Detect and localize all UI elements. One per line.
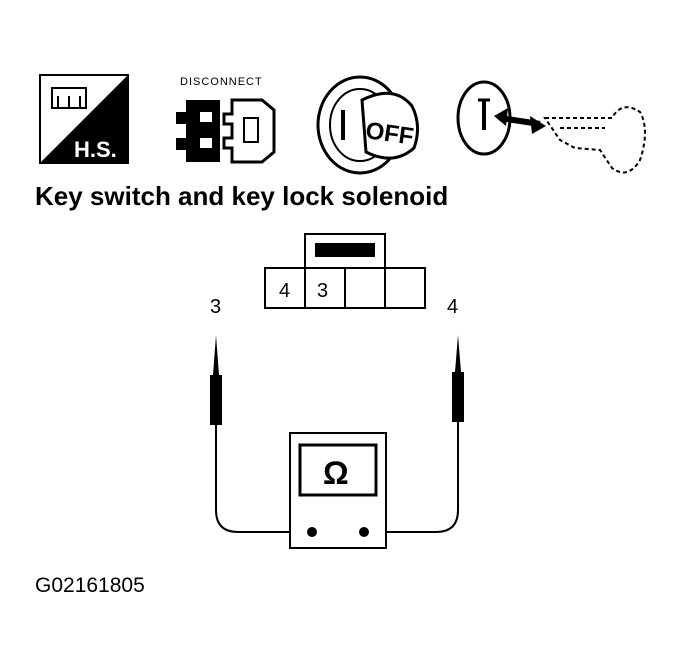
hs-badge-label: H.S. bbox=[74, 137, 117, 162]
connector-disconnect-icon: DISCONNECT bbox=[176, 76, 276, 164]
key-removed-icon bbox=[456, 80, 646, 174]
ohm-symbol: Ω bbox=[323, 455, 349, 491]
ohmmeter bbox=[289, 432, 387, 549]
ignition-off-label: OFF bbox=[364, 117, 415, 150]
figure-id: G02161805 bbox=[35, 574, 145, 597]
connector-pin-2: 3 bbox=[317, 280, 328, 302]
ignition-switch-off-icon: OFF bbox=[316, 75, 419, 175]
meter-jack-left bbox=[307, 527, 317, 537]
diagram-title: Key switch and key lock solenoid bbox=[35, 181, 448, 211]
connector-pin-1: 4 bbox=[279, 280, 290, 302]
probe-left-label: 3 bbox=[210, 296, 221, 318]
hot-steam-badge-icon: H.S. bbox=[39, 74, 129, 164]
meter-jack-right bbox=[359, 527, 369, 537]
probe-right-label: 4 bbox=[447, 296, 458, 318]
disconnect-label: DISCONNECT bbox=[180, 76, 263, 88]
connector-housing bbox=[264, 233, 426, 309]
probe-left bbox=[210, 335, 312, 533]
probe-right bbox=[364, 335, 464, 533]
